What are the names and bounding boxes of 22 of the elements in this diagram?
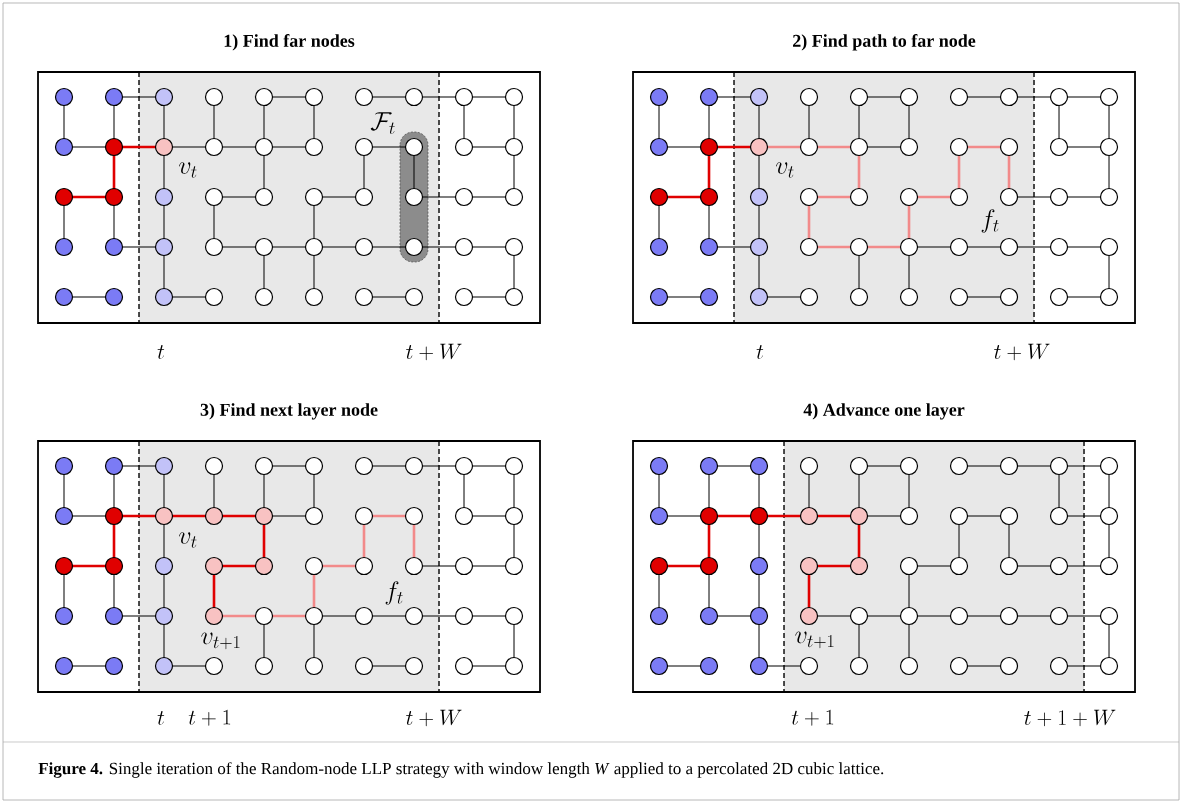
axis-label: $t+1$ [188, 709, 231, 726]
axis-label: $t+W$ [406, 709, 462, 727]
node-label: 2) Find path to far node [793, 34, 976, 51]
node-label: $f_t$ [385, 581, 403, 605]
node-label: $v_t$ [179, 532, 197, 548]
axis-label: $t$ [157, 711, 165, 725]
axis-label: $t+W$ [406, 343, 462, 361]
axis-label: $t$ [157, 345, 165, 359]
node-label: $\mathcal{F}_t$ [370, 112, 395, 134]
node-label: $v_{t+1}$ [795, 631, 834, 649]
axis-label: $t+1+W$ [1024, 709, 1116, 727]
axis-label: $t+1$ [791, 709, 834, 726]
node-label: 1) Find far nodes [224, 34, 355, 51]
axis-label: $t$ [756, 345, 764, 359]
node-label: $v_{t+1}$ [201, 632, 240, 650]
axis-label: $t+W$ [994, 343, 1050, 361]
node-label: $v_t$ [776, 162, 794, 178]
node-label: 4) Advance one layer [803, 403, 965, 420]
caption: Figure 4. Single iteration of the Random-node LLP strategy with window length W applied to a percolated 2D cubic lattice. [38, 762, 884, 778]
node-label: $v_t$ [179, 162, 197, 178]
node-label: $f_t$ [981, 209, 999, 233]
node-label: 3) Find next layer node [200, 403, 378, 420]
